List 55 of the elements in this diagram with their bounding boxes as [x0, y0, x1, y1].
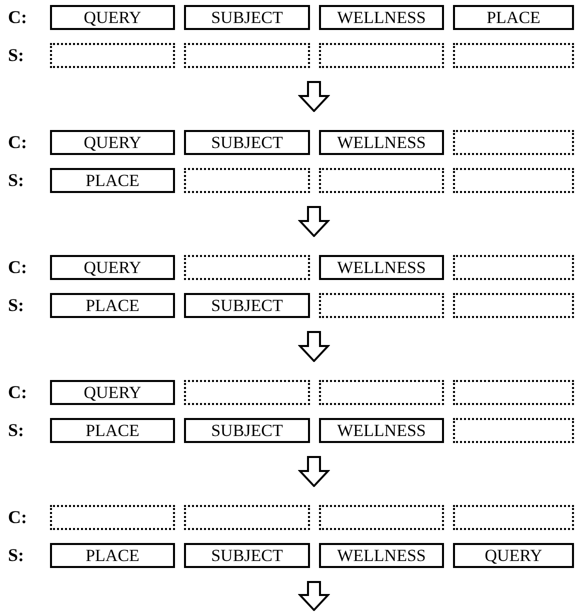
term-box: QUERY — [453, 543, 574, 568]
row-label: C: — [8, 256, 27, 279]
term-box: QUERY — [50, 130, 175, 155]
term-box: QUERY — [50, 255, 175, 280]
term-box: WELLNESS — [319, 255, 444, 280]
empty-slot-box — [184, 255, 310, 280]
term-box: WELLNESS — [319, 418, 444, 443]
row-label: C: — [8, 6, 27, 29]
term-box: SUBJECT — [184, 418, 310, 443]
empty-slot-box — [453, 43, 574, 68]
empty-slot-box — [50, 505, 175, 530]
row-label: S: — [8, 169, 24, 192]
empty-slot-box — [184, 505, 310, 530]
block-arrow — [298, 581, 330, 611]
row-label: S: — [8, 419, 24, 442]
term-box: SUBJECT — [184, 5, 310, 30]
row-label: S: — [8, 44, 24, 67]
empty-slot-box — [453, 168, 574, 193]
empty-slot-box — [453, 505, 574, 530]
empty-slot-box — [319, 293, 444, 318]
term-box: PLACE — [50, 168, 175, 193]
term-box: QUERY — [50, 380, 175, 405]
term-box: SUBJECT — [184, 543, 310, 568]
empty-slot-box — [319, 168, 444, 193]
term-box: WELLNESS — [319, 543, 444, 568]
empty-slot-box — [319, 43, 444, 68]
row-label: C: — [8, 381, 27, 404]
row-label: C: — [8, 131, 27, 154]
empty-slot-box — [319, 380, 444, 405]
row-label: C: — [8, 506, 27, 529]
block-arrow — [298, 81, 330, 112]
term-box: PLACE — [50, 543, 175, 568]
empty-slot-box — [453, 130, 574, 155]
empty-slot-box — [184, 380, 310, 405]
block-arrow — [298, 331, 330, 362]
empty-slot-box — [50, 43, 175, 68]
empty-slot-box — [453, 380, 574, 405]
empty-slot-box — [319, 505, 444, 530]
row-label: S: — [8, 294, 24, 317]
term-box: SUBJECT — [184, 293, 310, 318]
term-box: PLACE — [453, 5, 574, 30]
empty-slot-box — [453, 255, 574, 280]
empty-slot-box — [453, 418, 574, 443]
term-box: PLACE — [50, 418, 175, 443]
term-box: WELLNESS — [319, 130, 444, 155]
term-box: PLACE — [50, 293, 175, 318]
term-box: WELLNESS — [319, 5, 444, 30]
empty-slot-box — [453, 293, 574, 318]
empty-slot-box — [184, 43, 310, 68]
block-arrow — [298, 206, 330, 237]
term-box: SUBJECT — [184, 130, 310, 155]
block-arrow — [298, 456, 330, 487]
row-label: S: — [8, 544, 24, 567]
term-box: QUERY — [50, 5, 175, 30]
empty-slot-box — [184, 168, 310, 193]
